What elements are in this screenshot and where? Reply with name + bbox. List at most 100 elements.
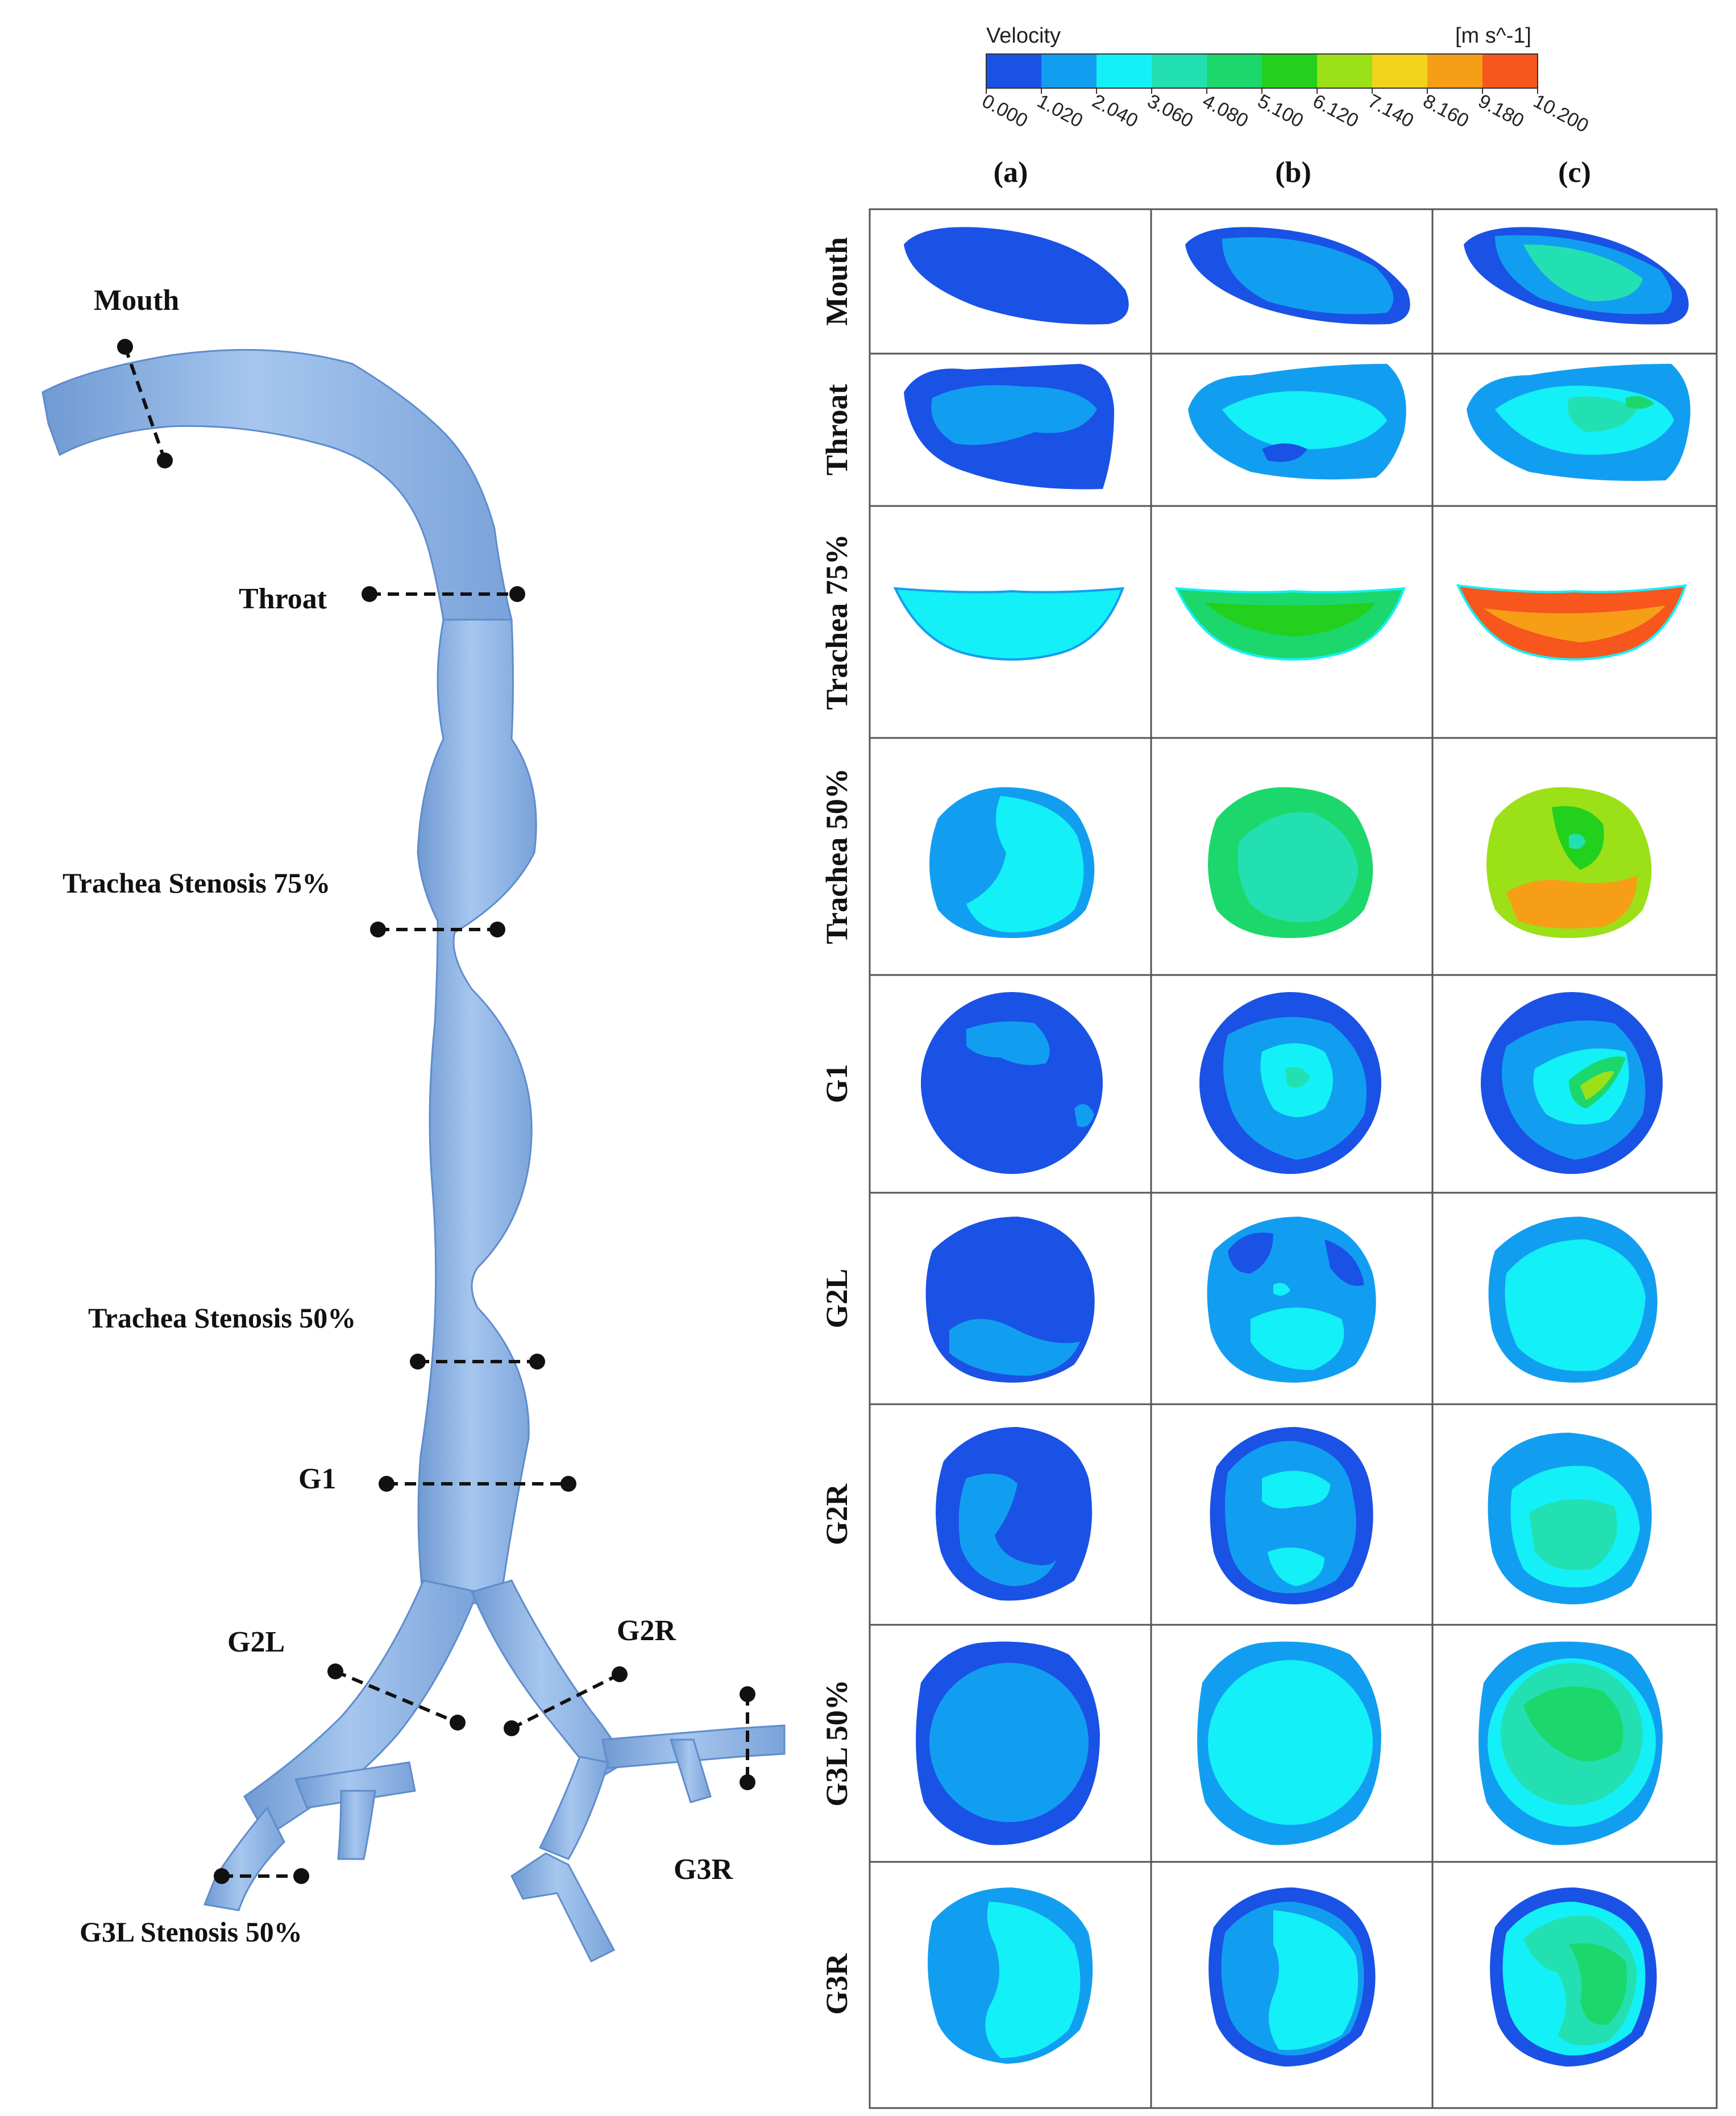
colorbar-swatch <box>986 54 1042 88</box>
column-header-b: (b) <box>1275 156 1311 189</box>
marker-dot <box>293 1868 309 1884</box>
section-trachea50-c <box>1486 787 1652 938</box>
row-label-throat: Throat <box>820 384 854 475</box>
section-g3r-b <box>1208 1887 1376 2067</box>
section-g1-c <box>1481 992 1663 1174</box>
marker-dot <box>410 1354 426 1370</box>
colorbar-tick-label: 2.040 <box>1089 90 1141 132</box>
airway-right-lower-fork <box>510 1852 616 1963</box>
colorbar-swatch <box>1372 54 1428 88</box>
row-label-g2r: G2R <box>820 1483 854 1545</box>
airway-right-upper-twig <box>669 1739 712 1803</box>
section-mouth-c <box>1464 227 1689 325</box>
label-g3r: G3R <box>674 1853 733 1886</box>
column-header-a: (a) <box>994 156 1028 189</box>
colorbar-tick-label: 6.120 <box>1309 90 1362 132</box>
colorbar-tick-label: 9.180 <box>1475 90 1527 132</box>
row-label-g1: G1 <box>820 1064 854 1103</box>
section-marker-dots <box>117 339 755 1884</box>
airway-g3l-branch <box>294 1761 416 1809</box>
colorbar-tick-label: 3.060 <box>1144 90 1197 132</box>
colorbar-swatch <box>1427 54 1483 88</box>
section-g2l-c <box>1488 1217 1658 1383</box>
section-markers <box>123 346 749 1878</box>
label-mouth: Mouth <box>94 284 179 317</box>
section-g3l-a <box>916 1641 1100 1845</box>
colorbar-swatch <box>1317 54 1373 88</box>
section-trachea75-b <box>1174 587 1406 661</box>
airway-model <box>41 348 786 1963</box>
marker-dot <box>740 1774 755 1790</box>
colorbar-tick-label: 5.100 <box>1254 90 1307 132</box>
airway-mouth-tube <box>41 348 513 621</box>
column-headers: (a) (b) (c) <box>994 156 1591 189</box>
row-label-g2l: G2L <box>820 1268 854 1328</box>
label-trachea75: Trachea Stenosis 75% <box>63 867 330 899</box>
marker-g2r-line <box>510 1673 621 1730</box>
section-trachea75-c <box>1456 584 1687 661</box>
section-mouth-b <box>1185 227 1410 325</box>
contour-sections <box>893 227 1691 2067</box>
row-label-g3r: G3R <box>820 1953 854 2015</box>
row-label-trachea50: Trachea 50% <box>820 768 854 944</box>
marker-dot <box>612 1666 628 1682</box>
marker-dot <box>450 1715 466 1731</box>
colorbar-swatch <box>1262 54 1318 88</box>
marker-dot <box>489 922 505 937</box>
marker-mouth-line <box>123 346 167 461</box>
marker-dot <box>379 1476 394 1492</box>
section-g3r-a <box>928 1887 1093 2064</box>
airway-right-lower <box>538 1756 609 1860</box>
colorbar-swatch <box>1097 54 1152 88</box>
label-g2r: G2R <box>617 1615 676 1647</box>
marker-dot <box>327 1663 343 1679</box>
airway-right-bronchus <box>470 1579 626 1781</box>
label-trachea50: Trachea Stenosis 50% <box>88 1302 356 1334</box>
marker-dot <box>362 586 377 602</box>
airway-left-lower <box>203 1806 285 1911</box>
section-trachea50-b <box>1208 787 1373 938</box>
section-trachea75-a <box>893 587 1124 661</box>
colorbar-tick-label: 0.000 <box>978 90 1031 132</box>
colorbar-unit: [m s^-1] <box>1455 24 1531 48</box>
marker-dot <box>560 1476 576 1492</box>
grid-frame <box>869 208 1718 2109</box>
section-g2l-b <box>1207 1217 1376 1383</box>
row-label-g3l: G3L 50% <box>820 1679 854 1807</box>
section-g3r-c <box>1490 1887 1657 2067</box>
colorbar-swatch <box>1041 54 1097 88</box>
marker-dot <box>117 339 133 355</box>
label-g1: G1 <box>298 1463 336 1495</box>
marker-dot <box>740 1686 755 1702</box>
marker-dot <box>157 453 173 468</box>
colorbar-swatch <box>1482 54 1538 88</box>
marker-dot <box>529 1354 545 1370</box>
colorbar-swatch <box>1207 54 1262 88</box>
column-header-c: (c) <box>1558 156 1591 189</box>
marker-dot <box>370 922 386 937</box>
section-g1-b <box>1199 992 1381 1174</box>
colorbar-tick-label: 7.140 <box>1364 90 1417 132</box>
section-throat-b <box>1188 364 1406 480</box>
section-mouth-a <box>904 227 1129 325</box>
section-g3l-c <box>1478 1641 1663 1845</box>
airway-labels: Mouth Throat Trachea Stenosis 75% Trache… <box>63 284 733 1948</box>
row-label-trachea75: Trachea 75% <box>820 534 854 710</box>
section-grid: Mouth Throat Trachea 75% Trachea 50% G1 … <box>820 208 1718 2109</box>
section-trachea50-a <box>929 787 1095 938</box>
section-g2r-c <box>1488 1433 1652 1604</box>
label-throat: Throat <box>239 583 327 615</box>
colorbar-tick-label: 4.080 <box>1199 90 1252 132</box>
section-g2r-a <box>936 1427 1093 1601</box>
marker-dot <box>214 1868 230 1884</box>
marker-dot <box>504 1720 520 1736</box>
label-g2l: G2L <box>227 1626 285 1658</box>
section-throat-c <box>1467 364 1691 481</box>
section-g3l-b <box>1197 1641 1381 1845</box>
section-g1-a <box>921 992 1103 1174</box>
airway-trachea <box>417 619 537 1604</box>
colorbar-tick-label: 10.200 <box>1530 90 1592 137</box>
colorbar-tick-label: 8.160 <box>1419 90 1472 132</box>
